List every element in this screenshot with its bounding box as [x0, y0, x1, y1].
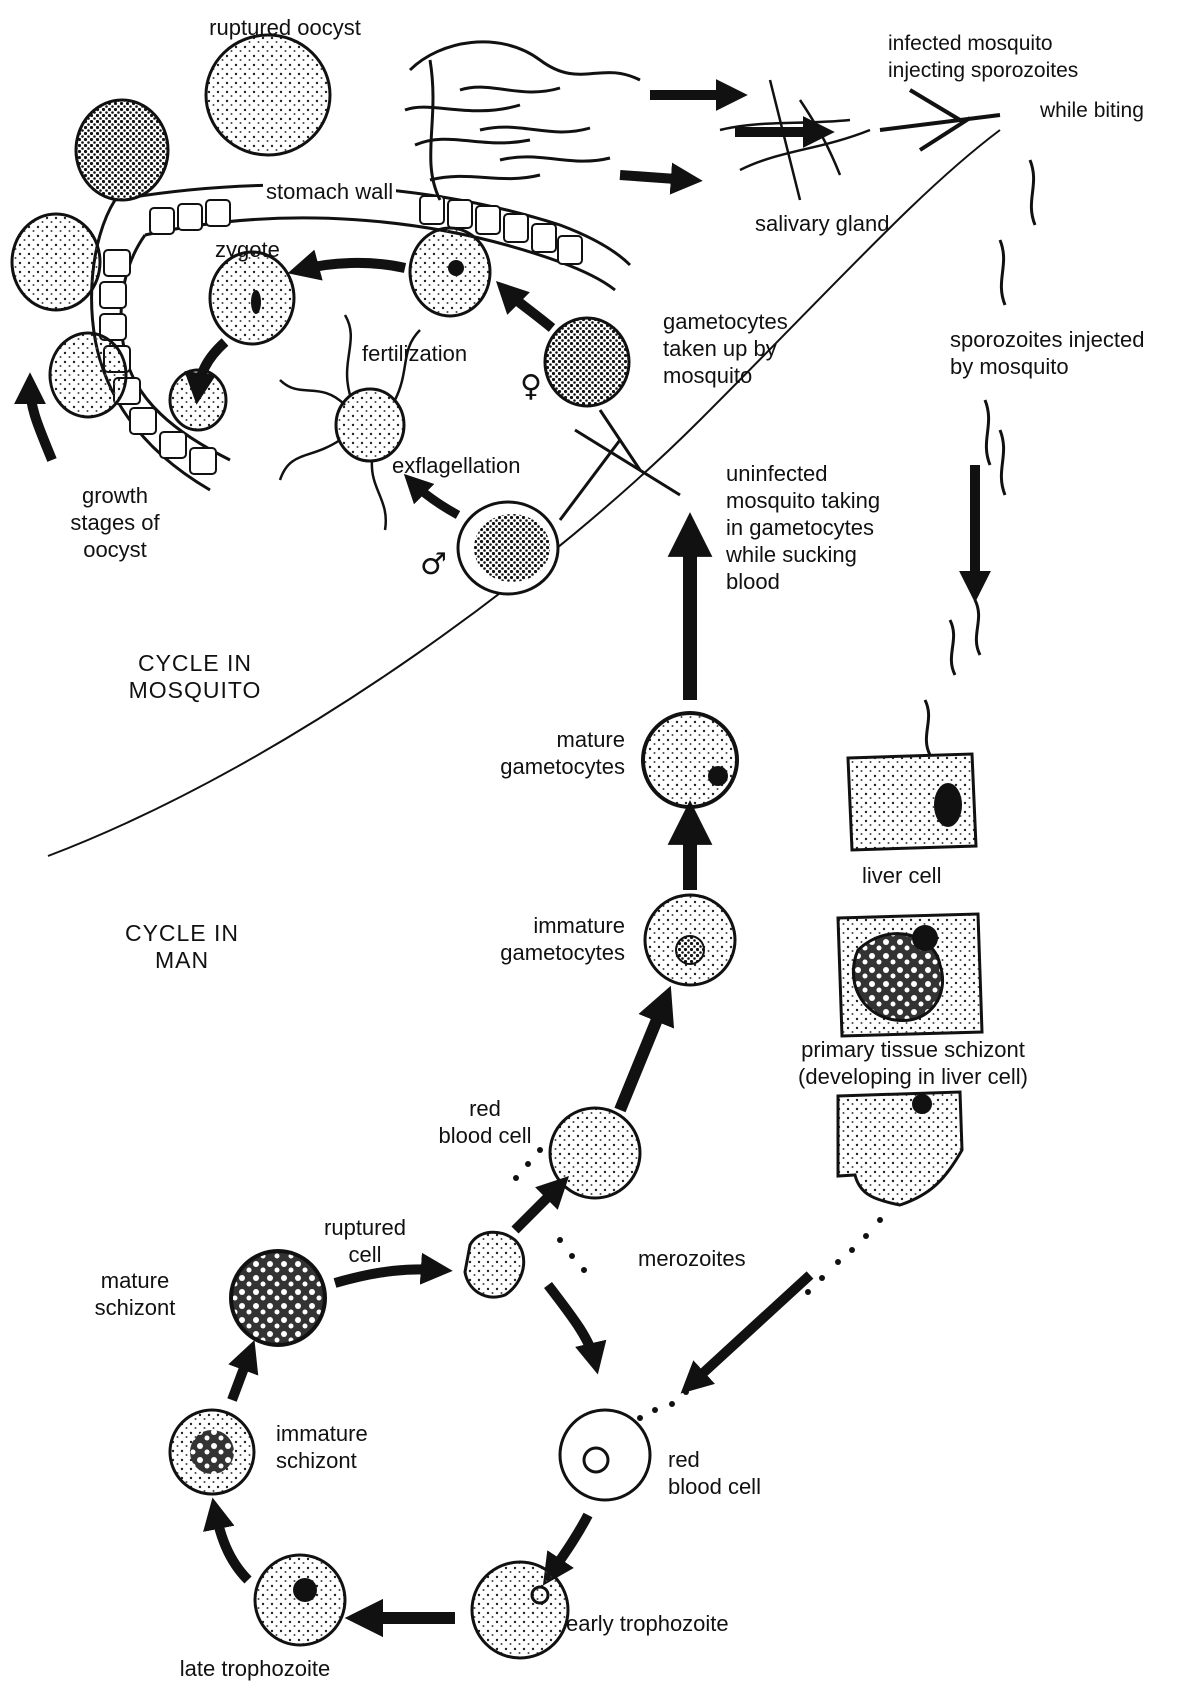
- arrow-immature-to-mature-schizont: [232, 1352, 250, 1400]
- arrow-rbc-to-early: [550, 1515, 588, 1575]
- arrow-gametocyte-up: [505, 290, 552, 328]
- label-infected-mosquito: infected mosquito injecting sporozoites: [888, 30, 1078, 84]
- label-early-trophozoite: early trophozoite: [566, 1610, 729, 1637]
- arrow-ruptured-to-rbc-bottom: [548, 1285, 595, 1362]
- label-ruptured-oocyst: ruptured oocyst: [195, 14, 375, 41]
- red-blood-cell-bottom: [560, 1410, 650, 1500]
- label-uninfected-mosquito: uninfected mosquito taking in gametocyte…: [726, 460, 880, 595]
- arrow-oocyst-growth: [30, 385, 52, 460]
- label-exflagellation: exflagellation: [392, 452, 520, 479]
- label-liver-cell: liver cell: [862, 862, 941, 889]
- red-blood-cell-top: [550, 1108, 640, 1198]
- immature-gametocyte-cell: [645, 895, 735, 985]
- label-salivary-gland: salivary gland: [755, 210, 890, 237]
- label-immature-schizont: immature schizont: [276, 1420, 368, 1474]
- label-while-biting: while biting: [1040, 97, 1144, 124]
- ruptured-cell: [465, 1232, 524, 1297]
- label-zygote: zygote: [215, 236, 280, 263]
- mature-gametocyte-cell: [643, 713, 737, 807]
- arrow-fertilization-to-zygote: [300, 263, 405, 270]
- sporozoite-cluster: [405, 42, 640, 200]
- late-trophozoite-cell: [255, 1555, 345, 1645]
- ruptured-liver-cell: [838, 1092, 962, 1205]
- arrow-ruptured-to-rbc-top: [515, 1185, 560, 1230]
- label-fertilization: fertilization: [362, 340, 467, 367]
- arrow-rbc-to-immature: [620, 1000, 665, 1110]
- sporozoites-drifting: [925, 160, 1035, 755]
- label-red-blood-cell-top: red blood cell: [425, 1095, 545, 1149]
- immature-schizont-cell: [170, 1410, 254, 1494]
- label-sporozoites-injected: sporozoites injected by mosquito: [950, 326, 1144, 380]
- label-stomach-wall: stomach wall: [263, 178, 396, 205]
- label-gametocytes-taken-up: gametocytes taken up by mosquito: [663, 308, 788, 389]
- label-primary-tissue-schizont: primary tissue schizont (developing in l…: [758, 1036, 1068, 1090]
- label-mature-gametocytes: mature gametocytes: [480, 726, 625, 780]
- primary-tissue-schizont: [838, 914, 982, 1036]
- liver-cell: [848, 754, 976, 850]
- label-late-trophozoite: late trophozoite: [150, 1655, 360, 1682]
- female-gametocyte-cell: [545, 318, 629, 406]
- early-trophozoite-cell: [472, 1562, 568, 1658]
- label-cycle-in-man: CYCLE IN MAN: [112, 920, 252, 974]
- label-immature-gametocytes: immature gametocytes: [455, 912, 625, 966]
- label-mature-schizont: mature schizont: [85, 1267, 185, 1321]
- male-symbol: ♂: [420, 550, 447, 580]
- label-growth-stages: growth stages of oocyst: [60, 482, 170, 563]
- label-red-blood-cell-bottom: red blood cell: [668, 1446, 761, 1500]
- label-cycle-in-mosquito: CYCLE IN MOSQUITO: [110, 650, 280, 704]
- zygote-cell: [210, 252, 294, 344]
- label-merozoites: merozoites: [638, 1245, 746, 1272]
- arrow-merozoites-to-rbc: [690, 1275, 810, 1385]
- male-gametocyte-cell: [458, 502, 558, 594]
- uninfected-mosquito-proboscis: [560, 410, 680, 520]
- arrow-mature-to-ruptured: [335, 1269, 440, 1283]
- ruptured-oocyst: [206, 35, 330, 155]
- female-symbol: ♀: [520, 372, 542, 402]
- label-ruptured-cell: ruptured cell: [310, 1214, 420, 1268]
- salivary-gland: [720, 80, 870, 200]
- infected-mosquito-proboscis: [880, 90, 1000, 150]
- arrow-male-to-exflagellation: [412, 482, 458, 515]
- arrow-late-to-immature-schizont: [215, 1510, 248, 1580]
- fertilization-cell: [410, 228, 490, 316]
- arrow-to-gland-3: [620, 175, 690, 180]
